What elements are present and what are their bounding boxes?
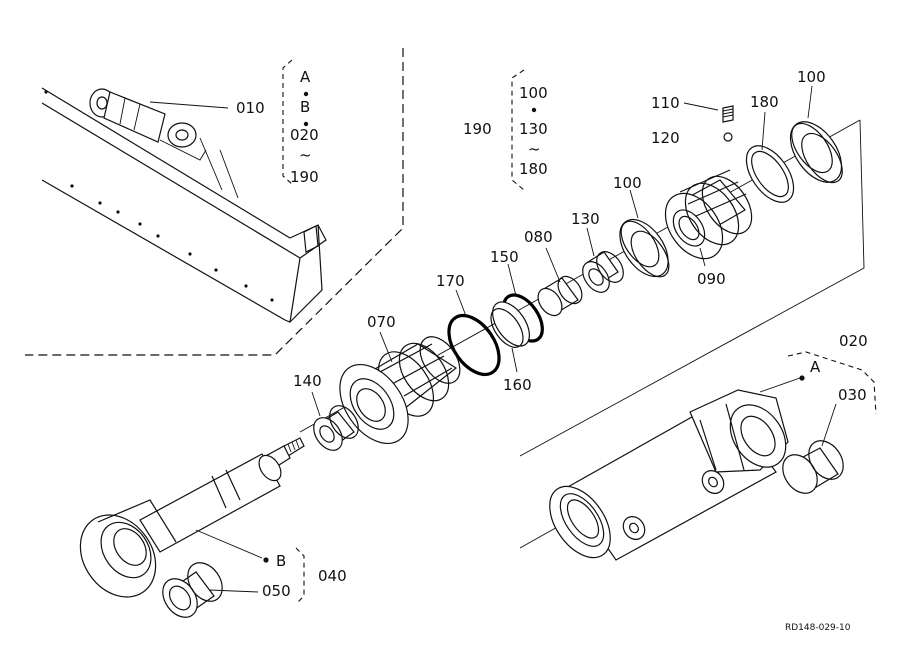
dot-mid bbox=[531, 107, 537, 113]
leader-180 bbox=[761, 111, 766, 151]
label-100-top: 100 bbox=[519, 84, 548, 102]
label-010: 010 bbox=[236, 99, 265, 117]
label-080: 080 bbox=[524, 228, 553, 246]
label-range-020: 020 bbox=[290, 126, 319, 144]
part-100-seal-right bbox=[789, 121, 843, 184]
label-090: 090 bbox=[697, 270, 726, 288]
label-180-range: 180 bbox=[519, 160, 548, 178]
leader-080 bbox=[545, 247, 561, 283]
inset-border bbox=[25, 48, 404, 356]
label-tilde-mid: ~ bbox=[528, 140, 541, 158]
leader-090 bbox=[699, 247, 706, 267]
inset-blade-assembly bbox=[25, 48, 404, 356]
label-040: 040 bbox=[318, 567, 347, 585]
part-020-cylinder-tube bbox=[519, 119, 865, 561]
leader-100-right bbox=[807, 85, 813, 119]
bracket-020 bbox=[787, 351, 877, 415]
leader-070 bbox=[379, 331, 393, 363]
label-100-right: 100 bbox=[797, 68, 826, 86]
label-120: 120 bbox=[651, 129, 680, 147]
blade-holes bbox=[44, 90, 274, 302]
part-030-bushing bbox=[782, 440, 844, 494]
label-050: 050 bbox=[262, 582, 291, 600]
label-130-range: 130 bbox=[519, 120, 548, 138]
label-150: 150 bbox=[490, 248, 519, 266]
label-marker-a-top: A bbox=[300, 68, 311, 86]
label-140: 140 bbox=[293, 372, 322, 390]
label-100-mid: 100 bbox=[613, 174, 642, 192]
leader-a-body bbox=[759, 377, 801, 393]
part-090-gland bbox=[664, 169, 753, 260]
label-110: 110 bbox=[651, 94, 680, 112]
label-tilde-top: ~ bbox=[299, 146, 312, 164]
leader-100-mid bbox=[629, 189, 639, 219]
label-190: 190 bbox=[463, 120, 492, 138]
part-100-seal-mid bbox=[619, 219, 670, 278]
leader-140 bbox=[311, 391, 321, 417]
leader-130 bbox=[586, 227, 595, 257]
dot-b-rod bbox=[263, 557, 269, 563]
label-130: 130 bbox=[571, 210, 600, 228]
leader-030 bbox=[821, 403, 837, 447]
leader-050 bbox=[209, 589, 259, 593]
dot-a-top bbox=[303, 91, 309, 97]
leader-010 bbox=[149, 101, 229, 109]
inset-cylinder bbox=[89, 88, 207, 161]
part-140-nut bbox=[313, 405, 359, 451]
part-080-spacer bbox=[537, 275, 583, 317]
bracket-top-left bbox=[282, 59, 293, 185]
label-marker-b-rod: B bbox=[276, 552, 286, 570]
part-170-o-ring bbox=[447, 314, 501, 376]
bracket-040 bbox=[295, 547, 305, 605]
label-070: 070 bbox=[367, 313, 396, 331]
drawing-code: RD148-029-10 bbox=[785, 623, 851, 633]
part-130-bushing bbox=[582, 251, 624, 293]
label-marker-a-body: A bbox=[810, 358, 821, 376]
label-030: 030 bbox=[838, 386, 867, 404]
part-120-ball bbox=[723, 132, 733, 142]
dot-a-body bbox=[799, 375, 805, 381]
bracket-top-mid bbox=[511, 69, 525, 191]
leader-b-rod bbox=[195, 529, 263, 559]
label-180: 180 bbox=[750, 93, 779, 111]
label-range-190: 190 bbox=[290, 168, 319, 186]
leader-170 bbox=[455, 289, 467, 317]
label-160: 160 bbox=[503, 376, 532, 394]
leader-110 bbox=[683, 102, 719, 111]
part-160-backup-ring bbox=[490, 301, 530, 348]
part-040-piston-rod bbox=[79, 437, 305, 598]
label-020: 020 bbox=[839, 332, 868, 350]
part-110-grease-nipple bbox=[722, 105, 734, 123]
part-050-bushing bbox=[162, 562, 223, 618]
leader-150 bbox=[507, 263, 517, 297]
part-070-piston bbox=[339, 336, 461, 445]
label-170: 170 bbox=[436, 272, 465, 290]
label-marker-b-top: B bbox=[300, 98, 310, 116]
part-180-ring bbox=[745, 145, 795, 203]
leader-160 bbox=[511, 347, 518, 373]
dot-b-top bbox=[303, 121, 309, 127]
